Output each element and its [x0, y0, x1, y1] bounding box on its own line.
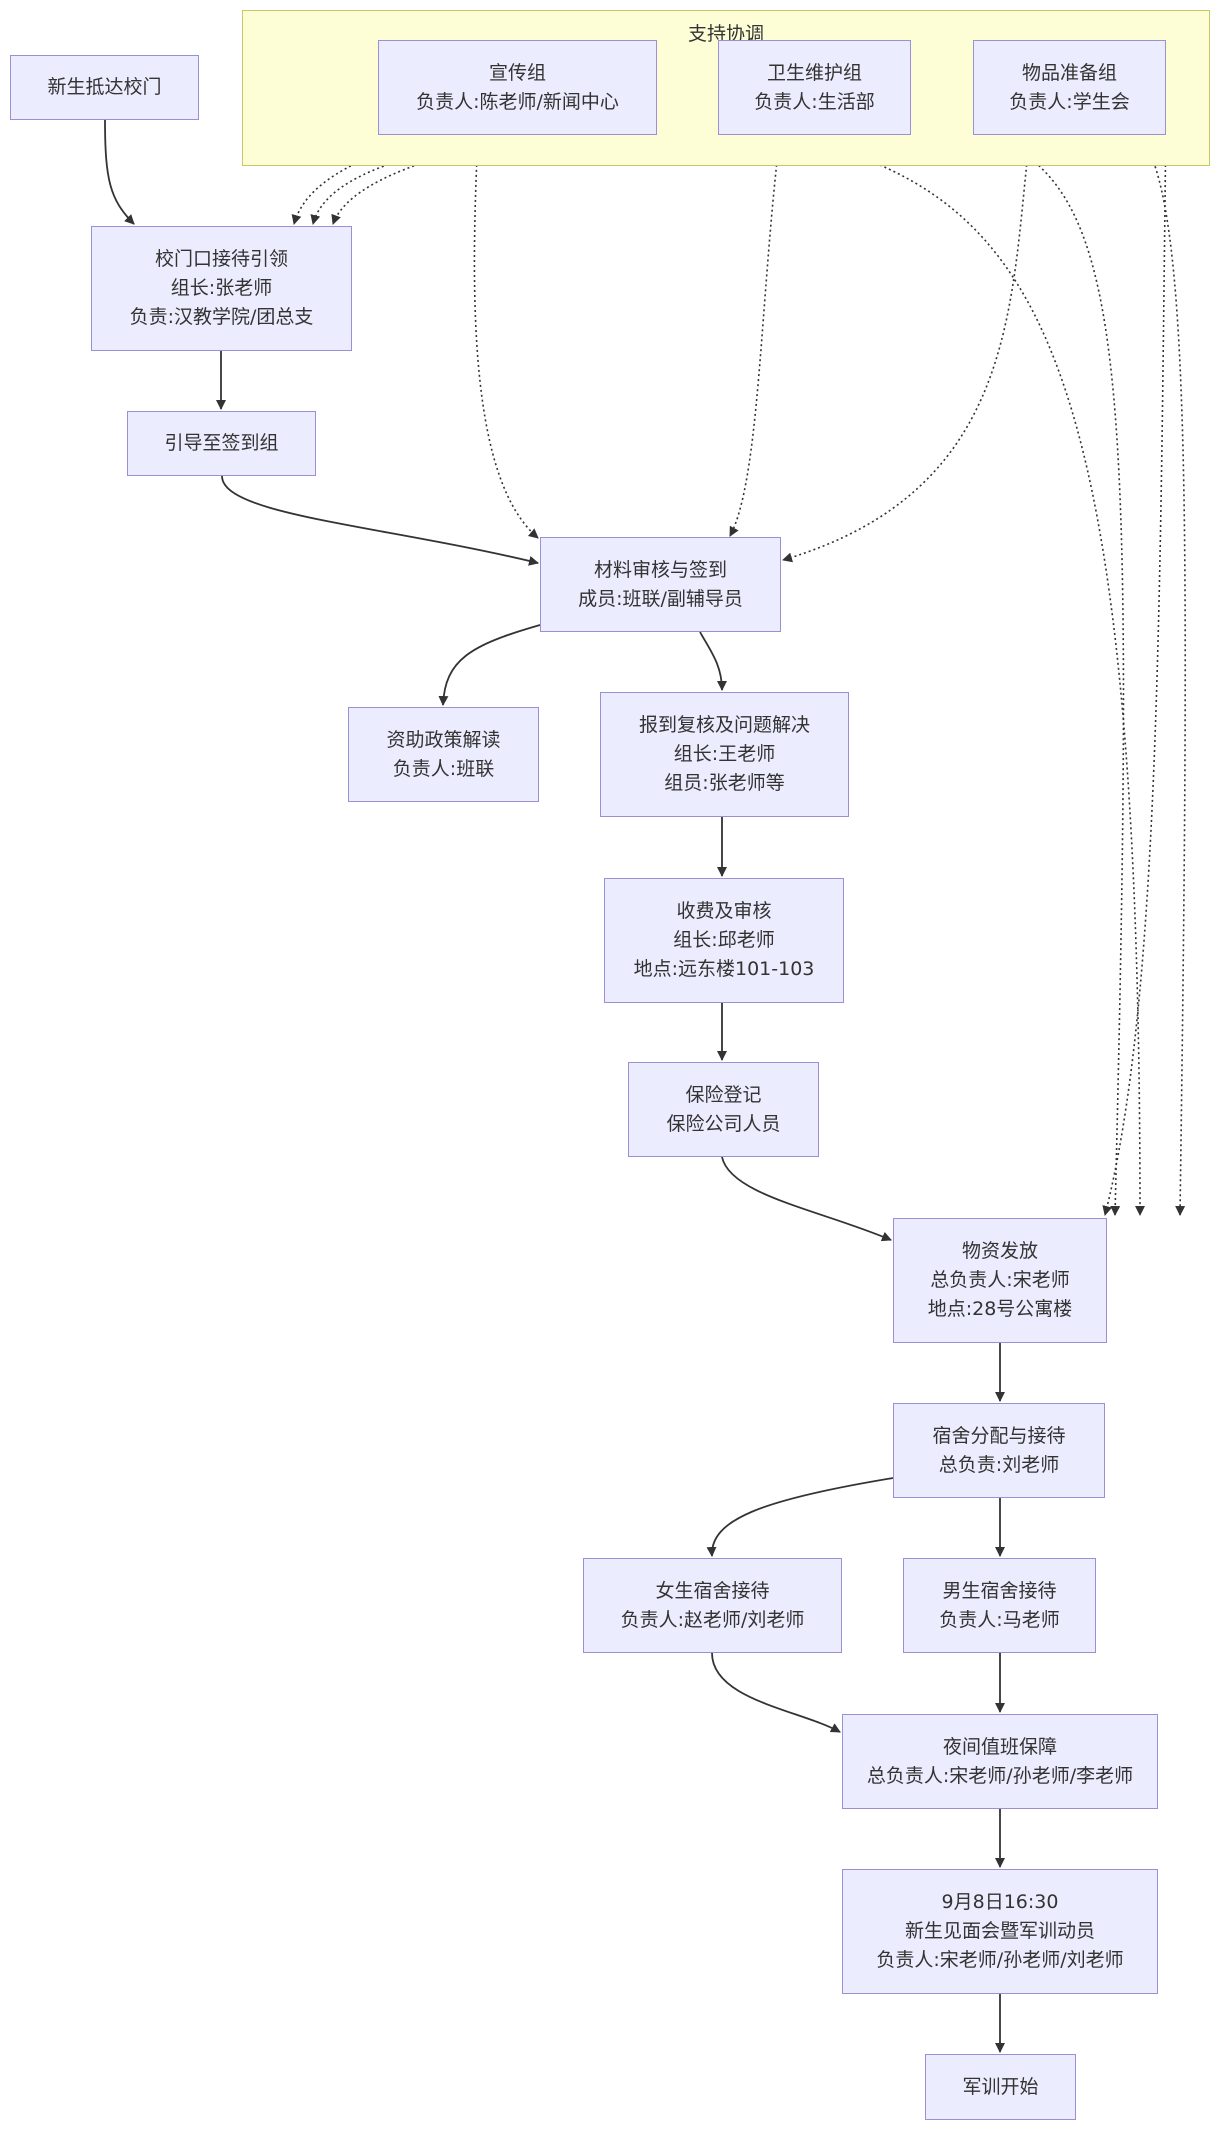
node-label-line: 负责人:班联: [392, 757, 495, 780]
node-label-line: 物品准备组: [1021, 61, 1117, 84]
edge-review-recheck: [699, 631, 727, 691]
node-training: 军训开始: [925, 2054, 1076, 2120]
node-dorm: 宿舍分配与接待总负责:刘老师: [893, 1403, 1105, 1498]
node-label-line: 卫生维护组: [766, 61, 862, 84]
node-label-line: 负责:汉教学院/团总支: [129, 306, 314, 328]
node-label-line: 地点:28号公寓楼: [927, 1298, 1073, 1320]
edge-insurance-supplies: [721, 1156, 892, 1242]
node-insurance: 保险登记保险公司人员: [628, 1062, 819, 1157]
node-label-line: 地点:远东楼101-103: [633, 958, 815, 980]
node-label-line: 收费及审核: [676, 900, 772, 922]
node-label-line: 负责人:陈老师/新闻中心: [416, 90, 619, 113]
node-night: 夜间值班保障总负责人:宋老师/孙老师/李老师: [842, 1714, 1158, 1809]
node-label-line: 总负责人:宋老师: [930, 1269, 1070, 1291]
node-label-line: 成员:班联/副辅导员: [578, 587, 743, 610]
edge-arrive-gate: [104, 119, 135, 225]
node-label-line: 总负责人:宋老师/孙老师/李老师: [866, 1764, 1134, 1787]
node-label-line: 军训开始: [962, 2075, 1039, 2098]
node-label-line: 保险公司人员: [666, 1112, 781, 1135]
cluster-title: 支持协调: [687, 23, 764, 45]
node-label-line: 新生见面会暨军训动员: [904, 1920, 1095, 1942]
node-label-line: 引导至签到组: [164, 432, 279, 454]
edge-review-aid: [438, 624, 541, 706]
node-supplies: 物资发放总负责人:宋老师地点:28号公寓楼: [893, 1218, 1107, 1343]
edge-xuanchuan-review: [473, 134, 539, 539]
node-fee: 收费及审核组长:邱老师地点:远东楼101-103: [604, 878, 844, 1003]
node-label-line: 材料审核与签到: [593, 558, 727, 581]
node-recheck: 报到复核及问题解决组长:王老师组员:张老师等: [600, 692, 849, 817]
node-label-line: 新生抵达校门: [47, 76, 162, 98]
node-label-line: 保险登记: [685, 1083, 762, 1106]
node-aid: 资助政策解读负责人:班联: [348, 707, 539, 802]
node-label-line: 总负责:刘老师: [938, 1453, 1060, 1476]
node-label-line: 组长:张老师: [170, 277, 273, 299]
node-label-line: 物资发放: [961, 1240, 1038, 1262]
edge-wupin-review: [782, 134, 1031, 563]
node-arrive: 新生抵达校门: [10, 55, 199, 120]
node-label-line: 宿舍分配与接待: [932, 1424, 1066, 1447]
node-label-line: 报到复核及问题解决: [638, 714, 810, 736]
node-label-line: 男生宿舍接待: [942, 1579, 1057, 1602]
node-label-line: 负责人:生活部: [754, 90, 875, 113]
node-guide: 引导至签到组: [127, 411, 316, 476]
node-meeting: 9月8日16:30 新生见面会暨军训动员负责人:宋老师/孙老师/刘老师: [842, 1869, 1158, 1994]
node-label-line: 校门口接待引领: [154, 248, 288, 270]
node-label-line: 夜间值班保障: [942, 1735, 1057, 1758]
node-label-line: 宣传组: [488, 61, 546, 84]
node-label-line: 资助政策解读: [386, 728, 501, 751]
edge-xuanchuan-supplies: [656, 109, 1145, 1216]
node-label-line: 组长:邱老师: [673, 929, 775, 951]
node-male: 男生宿舍接待负责人:马老师: [903, 1558, 1096, 1653]
node-label-line: 组员:张老师等: [664, 772, 785, 794]
edge-female-night: [711, 1652, 841, 1733]
node-label-line: 负责人:赵老师/刘老师: [620, 1608, 805, 1631]
edge-wupin-supplies-b: [1102, 119, 1167, 1216]
node-label-line: 女生宿舍接待: [655, 1579, 770, 1602]
node-label-line: 组长:王老师: [673, 743, 776, 765]
edge-weisheng-review: [729, 134, 781, 537]
node-weisheng: 卫生维护组负责人:生活部: [718, 40, 911, 135]
edge-wupin-supplies: [1139, 134, 1187, 1216]
node-label-line: 负责人:马老师: [939, 1608, 1060, 1631]
node-xuanchuan: 宣传组负责人:陈老师/新闻中心: [378, 40, 657, 135]
node-label-line: 9月8日16:30: [941, 1891, 1059, 1913]
edge-dorm-female: [706, 1477, 894, 1557]
edge-weisheng-supplies: [910, 111, 1125, 1216]
node-review: 材料审核与签到成员:班联/副辅导员: [540, 537, 781, 632]
node-female: 女生宿舍接待负责人:赵老师/刘老师: [583, 1558, 842, 1653]
node-label-line: 负责人:学生会: [1009, 90, 1130, 113]
node-wupin: 物品准备组负责人:学生会: [973, 40, 1166, 135]
node-gate: 校门口接待引领组长:张老师负责:汉教学院/团总支: [91, 226, 352, 351]
edge-guide-review: [221, 475, 539, 566]
node-label-line: 负责人:宋老师/孙老师/刘老师: [876, 1949, 1124, 1971]
